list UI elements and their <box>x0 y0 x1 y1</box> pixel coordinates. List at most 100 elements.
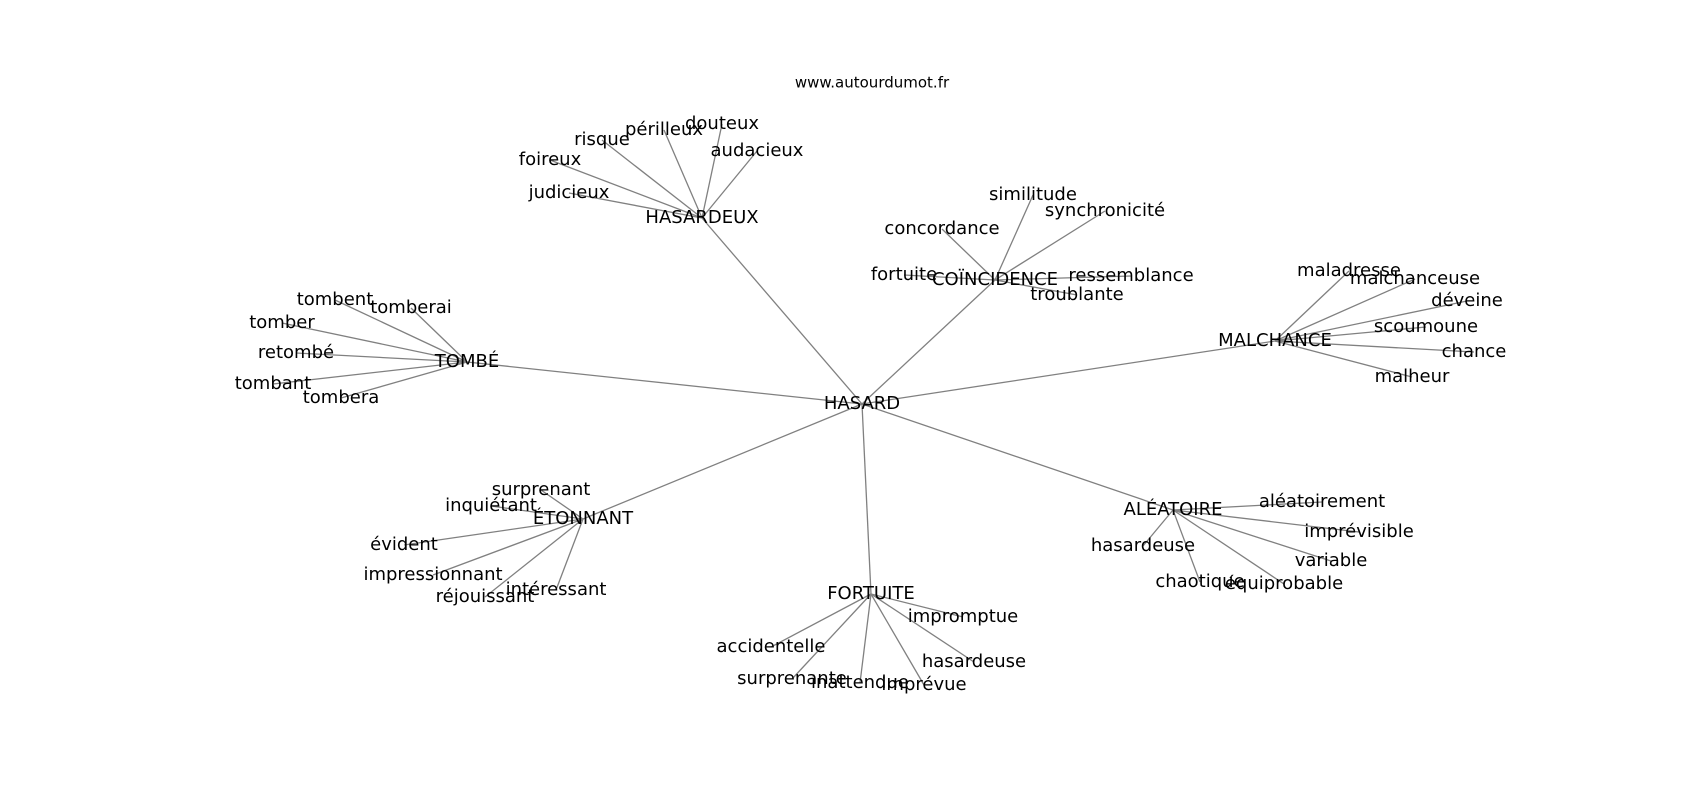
source-label: www.autourdumot.fr <box>795 74 950 92</box>
edge-fortuite-word <box>870 593 964 618</box>
edge-coincidence-word <box>994 279 1078 296</box>
word-node: périlleux <box>625 119 703 140</box>
edge-aleatoire-word <box>1172 509 1285 585</box>
edge-tombe-word <box>334 299 468 363</box>
edge-fortuite-word <box>770 593 872 648</box>
edge-etonnant-word <box>540 489 584 520</box>
word-node: intéressant <box>506 579 607 600</box>
word-node: équiprobable <box>1225 573 1343 594</box>
edge-coincidence-word <box>994 275 1132 281</box>
word-node: concordance <box>884 218 999 239</box>
edge-aleatoire-word <box>1142 509 1174 547</box>
word-node: chance <box>1442 341 1507 362</box>
word-node: judicieux <box>528 182 610 203</box>
edge-hasard-etonnant <box>582 403 863 520</box>
word-node: évident <box>370 534 438 555</box>
word-node: accidentelle <box>717 636 826 657</box>
word-node: réjouissant <box>436 586 535 607</box>
edge-hasardeux-word <box>601 139 703 219</box>
cluster-node-hasardeux: HASARDEUX <box>645 207 758 228</box>
cluster-node-etonnant: ÉTONNANT <box>533 507 634 529</box>
edge-fortuite-word <box>859 593 872 684</box>
edge-tombe-word <box>272 361 468 385</box>
word-node: surprenant <box>492 479 591 500</box>
edge-hasardeux-word <box>663 129 703 219</box>
word-node: tombent <box>297 289 374 310</box>
edge-etonnant-word <box>403 518 584 546</box>
edge-tombe-word <box>281 322 468 363</box>
edge-etonnant-word <box>490 505 584 520</box>
word-node: imprévue <box>881 674 966 695</box>
word-node: inquiétant <box>445 495 537 516</box>
edge-etonnant-word <box>484 518 584 598</box>
edge-aleatoire-word <box>1172 509 1360 533</box>
word-node: tombera <box>303 387 380 408</box>
word-node: douteux <box>685 113 759 134</box>
word-node: malchanceuse <box>1350 268 1480 289</box>
edge-coincidence-word <box>994 210 1106 281</box>
word-node: variable <box>1295 550 1368 571</box>
edge-coincidence-word <box>903 274 996 281</box>
word-node: impressionnant <box>363 564 502 585</box>
word-node: ressemblance <box>1068 265 1193 286</box>
word-node: hasardeuse <box>922 651 1026 672</box>
edge-fortuite-word <box>791 593 872 680</box>
edge-malchance-word <box>1274 300 1468 342</box>
edge-fortuite-word <box>870 593 975 663</box>
edge-coincidence-word <box>994 194 1034 281</box>
edges-layer <box>272 123 1475 686</box>
edge-hasardeux-word <box>568 192 703 219</box>
edge-hasardeux-word <box>549 159 703 219</box>
edge-etonnant-word <box>555 518 584 591</box>
edge-hasardeux-word <box>701 150 758 219</box>
edge-tombe-word <box>295 352 468 363</box>
edge-hasard-tombe <box>466 361 863 405</box>
labels-layer: HASARD HASARDEUX judicieux foireuxrisquepér… <box>235 113 1507 695</box>
word-node: tomber <box>249 312 315 333</box>
word-node: tomberai <box>370 297 452 318</box>
cluster-node-coincidence: COÏNCIDENCE <box>932 269 1058 290</box>
edge-hasard-fortuite <box>861 403 872 595</box>
edge-tombe-word <box>340 361 468 399</box>
edge-fortuite-word <box>870 593 925 686</box>
edge-coincidence-word <box>941 228 996 281</box>
edge-malchance-word <box>1274 278 1416 342</box>
word-node: audacieux <box>711 140 804 161</box>
edge-aleatoire-word <box>1172 509 1201 583</box>
center-node-label: HASARD <box>824 393 900 414</box>
edge-malchance-word <box>1274 340 1475 353</box>
edge-hasard-malchance <box>861 340 1276 405</box>
edge-malchance-word <box>1274 340 1413 378</box>
word-node: retombé <box>258 342 334 363</box>
word-node: tombant <box>235 373 312 394</box>
word-node: synchronicité <box>1045 200 1165 221</box>
word-node: troublante <box>1030 284 1123 305</box>
word-node: impromptue <box>908 606 1018 627</box>
edge-malchance-word <box>1274 326 1427 342</box>
word-node: risque <box>574 129 630 150</box>
edge-malchance-word <box>1274 270 1350 342</box>
cluster-node-malchance: MALCHANCE <box>1218 330 1332 351</box>
edge-aleatoire-word <box>1172 509 1332 562</box>
edge-aleatoire-word <box>1172 501 1323 511</box>
edge-hasard-coincidence <box>861 279 996 405</box>
word-node: aléatoirement <box>1259 491 1385 512</box>
cluster-node-tombe: TOMBÉ <box>434 350 499 372</box>
edge-etonnant-word <box>432 518 584 576</box>
edge-tombe-word <box>410 307 468 363</box>
word-node: déveine <box>1431 290 1503 311</box>
word-node: hasardeuse <box>1091 535 1195 556</box>
word-node: imprévisible <box>1304 521 1414 542</box>
edge-hasard-hasardeux <box>701 217 863 405</box>
edge-hasardeux-word <box>701 123 723 219</box>
cluster-node-fortuite: FORTUITE <box>827 583 915 604</box>
word-node: fortuite <box>871 264 937 285</box>
cluster-node-aleatoire: ALÉATOIRE <box>1124 498 1223 520</box>
word-node: chaotique <box>1155 571 1244 592</box>
word-node: maladresse <box>1297 260 1401 281</box>
word-node: similitude <box>989 184 1077 205</box>
word-node: foireux <box>519 149 582 170</box>
word-node: inattendue <box>811 672 909 693</box>
edge-hasard-aleatoire <box>861 403 1174 511</box>
